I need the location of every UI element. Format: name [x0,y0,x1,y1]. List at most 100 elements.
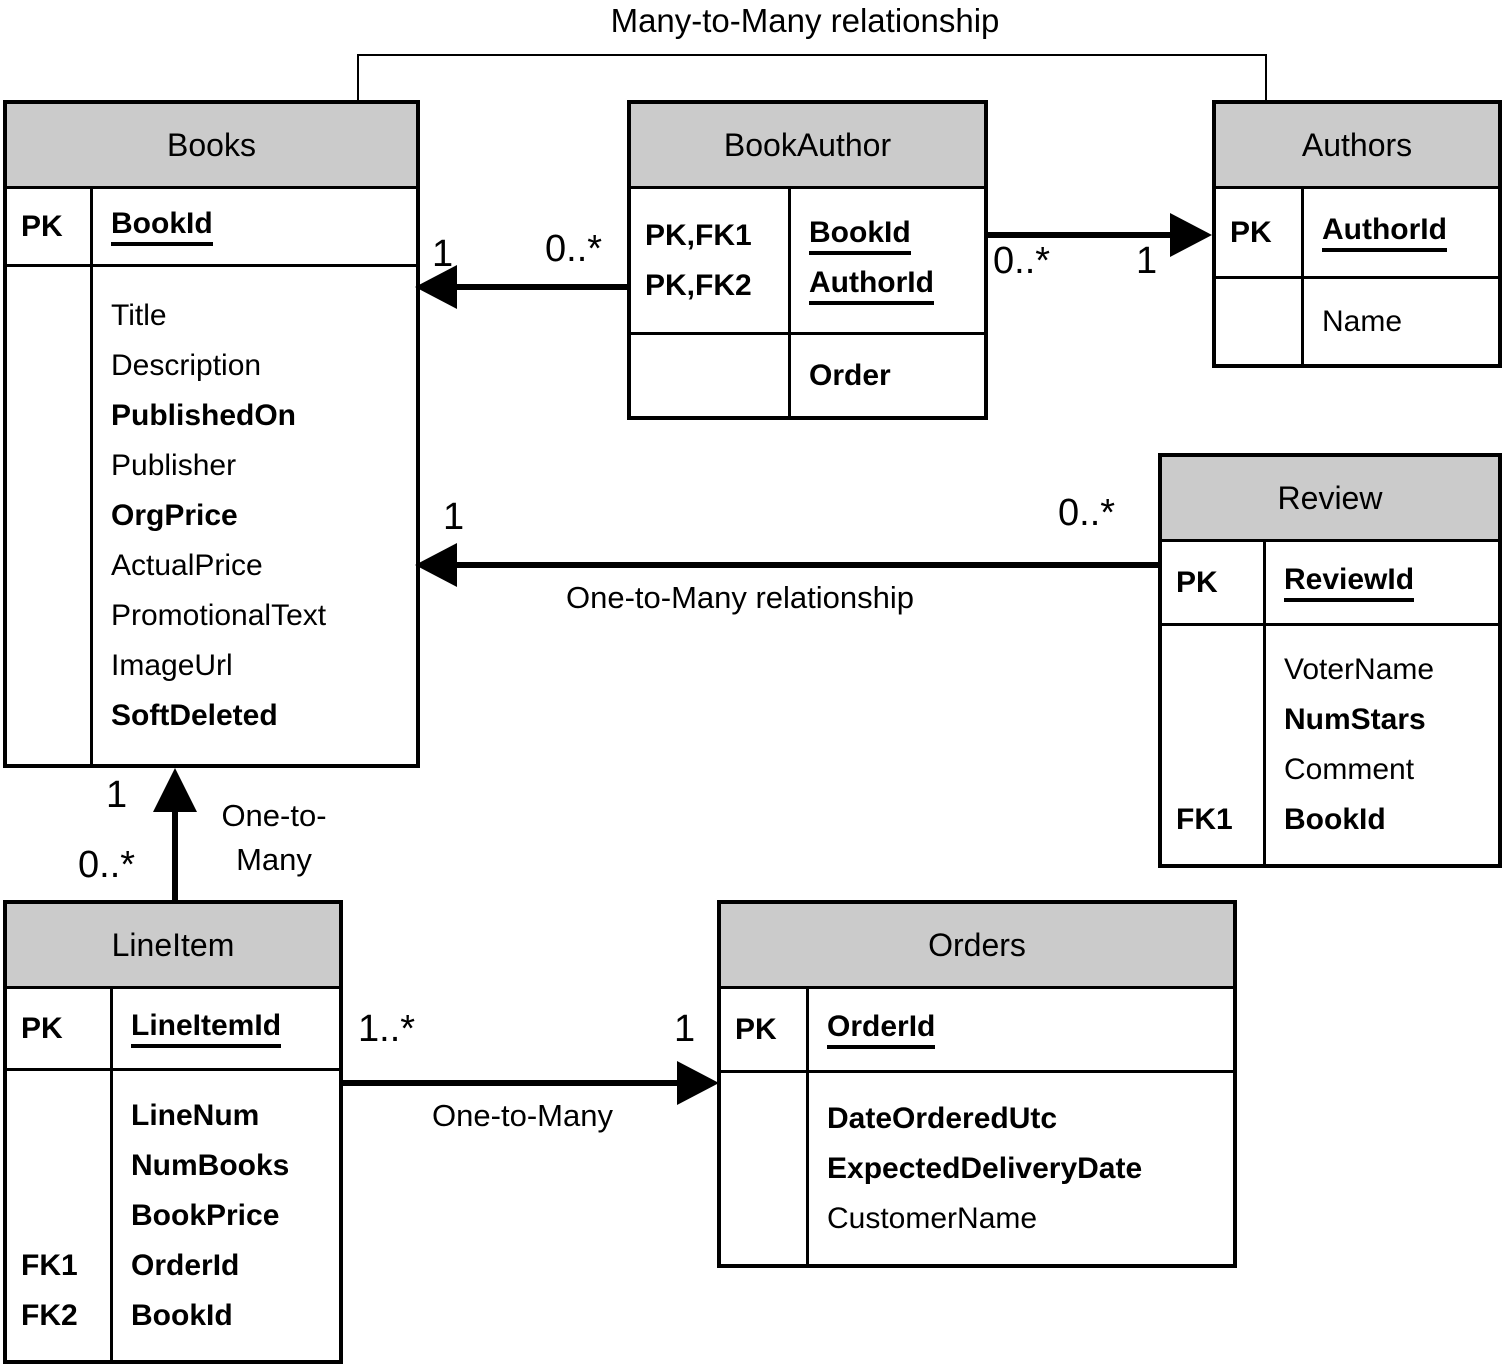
key-column [721,1073,809,1264]
key-spacer [735,1144,806,1194]
field-name: Name [1322,304,1403,338]
many-to-many-bracket-horizontal-line [357,54,1267,56]
field-row: LineNum [131,1091,259,1141]
field-name: VoterName [1284,653,1435,686]
field-name: PromotionalText [111,598,327,632]
key-spacer [645,351,788,401]
key-label: PK [21,1011,63,1045]
table-title-bookauthor: BookAuthor [631,104,984,186]
key-column: PK [721,989,809,1070]
key-spacer [735,1194,806,1244]
key-spacer [21,491,90,541]
key-label: FK2 [21,1298,78,1332]
key-label: PK [1230,215,1272,249]
table-band: PK ReviewId [1162,539,1498,623]
field-name: AuthorId [1322,213,1447,252]
table-band: Name [1216,276,1498,364]
multiplicity-authors-end: 1 [1136,240,1158,282]
relationship-label-line2: Many [236,842,312,877]
key-column [7,267,93,764]
field-row: Description [111,341,261,391]
field-name: BookId [131,1298,233,1332]
field-row: NumStars [1284,695,1426,745]
key-column [631,335,791,416]
multiplicity-bookauthor-end: 0..* [993,240,1051,282]
field-row: BookId [809,211,911,261]
key-label: FK1 [1176,803,1233,836]
key-spacer [21,1191,110,1241]
field-row: VoterName [1284,645,1434,695]
field-column: AuthorId [1304,189,1498,276]
table-band: Order [631,332,984,416]
table-band: PK AuthorId [1216,186,1498,276]
field-column: ReviewId [1266,542,1498,623]
field-name: NumStars [1284,703,1426,736]
field-name: OrderId [827,1010,936,1049]
key-label: PK [1176,565,1218,599]
arrowhead-into-books [415,265,457,309]
table-title-orders: Orders [721,904,1233,986]
arrowhead-into-orders [677,1061,719,1105]
field-row: Order [809,351,891,401]
field-column: Order [791,335,984,416]
field-name: LineItemId [131,1009,282,1048]
field-name: AuthorId [809,266,934,305]
table-title-review: Review [1162,457,1498,539]
field-row: BookId [131,1291,233,1341]
field-row: SoftDeleted [111,691,278,741]
relationship-line-bookauthor-authors [988,232,1170,238]
key-spacer [21,1141,110,1191]
arrowhead-into-books [415,543,457,587]
field-column: LineItemId [113,989,339,1068]
key-spacer [21,1091,110,1141]
field-name: PublishedOn [111,398,297,432]
key-label: FK1 [21,1248,78,1282]
key-column: PK [7,189,93,264]
many-to-many-bracket-left-drop-line [357,54,359,112]
relationship-label-line1: One-to- [221,798,327,833]
field-row: NumBooks [131,1141,289,1191]
field-name: ReviewId [1284,563,1415,602]
multiplicity-books-end: 1 [432,233,454,275]
key-spacer [735,1094,806,1144]
field-name: OrgPrice [111,498,238,532]
relationship-label-many-to-many: Many-to-Many relationship [610,2,1000,39]
key-column: PK [1216,189,1304,276]
key-label: PK [21,209,63,243]
field-row: PublishedOn [111,391,296,441]
key-column [1216,279,1304,364]
field-name: ActualPrice [111,548,263,582]
arrowhead-into-books [153,768,197,812]
key-spacer [21,691,90,741]
multiplicity-orders-end: 1 [674,1008,696,1050]
multiplicity-books-end: 1 [106,774,128,816]
field-row: PromotionalText [111,591,326,641]
field-name: DateOrderedUtc [827,1101,1058,1135]
field-name: LineNum [131,1098,260,1132]
table-band: PK OrderId [721,986,1233,1070]
key-column: FK1 [1162,626,1266,864]
key-spacer [21,641,90,691]
multiplicity-books-end: 1 [443,496,465,538]
table-title-lineitem: LineItem [7,904,339,986]
field-row: AuthorId [1322,208,1447,258]
key-column: PK [7,989,113,1068]
multiplicity-review-end: 0..* [1058,492,1116,534]
key-spacer [1230,297,1301,347]
field-row: Publisher [111,441,236,491]
relationship-line-lineitem-orders [342,1080,677,1086]
field-row: ImageUrl [111,641,233,691]
key-label: PK,FK1 [645,218,752,252]
key-label: PK,FK2 [645,268,752,302]
key-spacer [21,291,90,341]
